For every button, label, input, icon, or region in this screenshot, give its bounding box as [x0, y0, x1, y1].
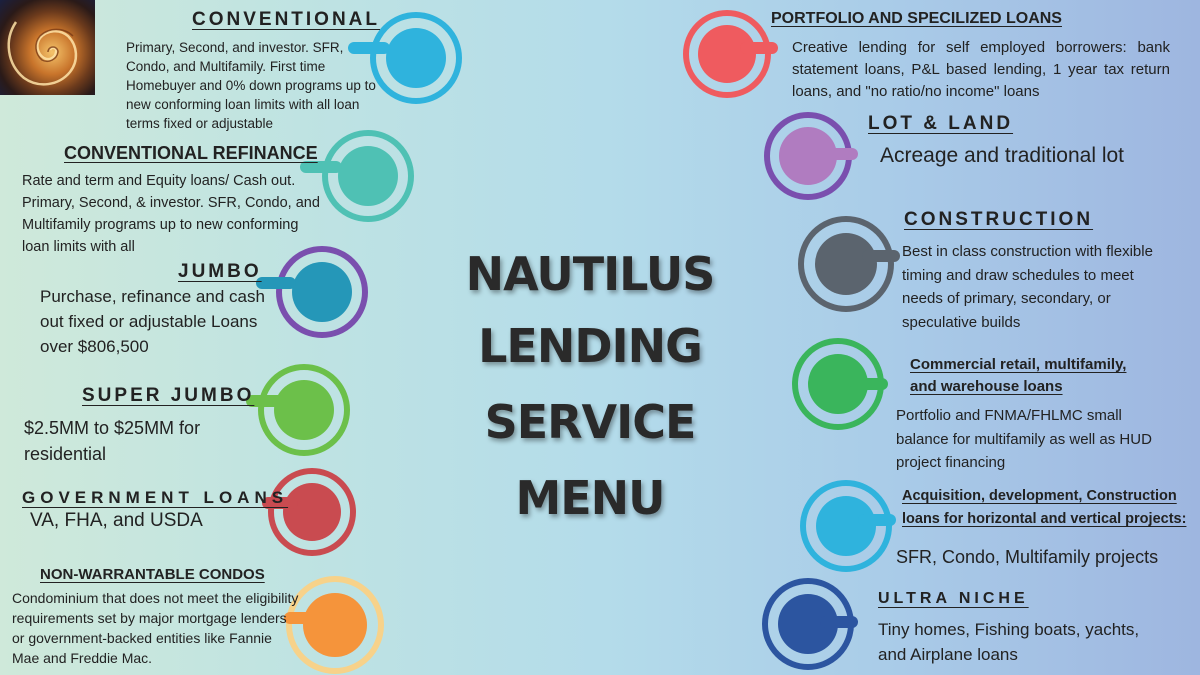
lot-land-heading: LOT & LAND [868, 113, 1014, 134]
jumbo-connector-bar [256, 277, 296, 289]
acquisition-ring-icon [800, 480, 892, 572]
non-warrantable-dot-icon [303, 593, 367, 657]
construction-dot-icon [815, 233, 877, 295]
conventional-dot-icon [386, 28, 446, 88]
page-title: NAUTILUS LENDING SERVICE MENU [385, 238, 795, 534]
non-warrantable-connector-bar [284, 612, 324, 624]
non-warrantable-ring-icon [286, 576, 384, 674]
construction-connector-bar [862, 250, 900, 262]
government-dot-icon [283, 483, 341, 541]
nautilus-shell-logo [0, 0, 95, 95]
portfolio-ring-icon [683, 10, 771, 98]
jumbo-desc: Purchase, refinance and cash out fixed o… [40, 287, 265, 356]
jumbo-dot-icon [292, 262, 352, 322]
portfolio-dot-icon [698, 25, 756, 83]
commercial-desc: Portfolio and FNMA/FHLMC small balance f… [896, 407, 1152, 471]
non-warrantable-heading: NON-WARRANTABLE CONDOS [40, 566, 265, 583]
conventional-refinance-dot-icon [338, 146, 398, 206]
super-jumbo-dot-icon [274, 380, 334, 440]
jumbo-heading: JUMBO [178, 261, 262, 282]
super-jumbo-desc: $2.5MM to $25MM for residential [24, 418, 201, 464]
acquisition-desc: SFR, Condo, Multifamily projects [896, 547, 1159, 567]
commercial-heading-line-2: and warehouse loans [910, 378, 1063, 395]
lot-land-desc: Acreage and traditional lot [880, 144, 1124, 167]
title-line-1: NAUTILUS LENDING [465, 247, 716, 373]
lot-land-connector-bar [820, 148, 858, 160]
government-connector-bar [262, 497, 298, 509]
conventional-connector-bar [348, 42, 390, 54]
conventional-refinance-desc: Rate and term and Equity loans/ Cash out… [22, 173, 320, 255]
portfolio-desc: Creative lending for self employed borro… [792, 39, 1170, 100]
conventional-refinance-ring-icon [322, 130, 414, 222]
portfolio-heading: PORTFOLIO AND SPECILIZED LOANS [771, 10, 1062, 27]
construction-heading: CONSTRUCTION [904, 209, 1094, 230]
government-ring-icon [268, 468, 356, 556]
conventional-refinance-heading: CONVENTIONAL REFINANCE [64, 143, 318, 163]
acquisition-heading-line-1: Acquisition, development, Construction [902, 488, 1177, 504]
acquisition-connector-bar [858, 514, 896, 526]
commercial-connector-bar [850, 378, 888, 390]
super-jumbo-heading: SUPER JUMBO [82, 385, 255, 406]
title-line-2: SERVICE [484, 395, 697, 449]
ultra-niche-desc: Tiny homes, Fishing boats, yachts, and A… [878, 620, 1140, 664]
non-warrantable-desc: Condominium that does not meet the eligi… [12, 590, 299, 666]
portfolio-connector-bar [740, 42, 778, 54]
construction-desc: Best in class construction with flexible… [902, 243, 1153, 331]
construction-ring-icon [798, 216, 894, 312]
ultra-niche-connector-bar [820, 616, 858, 628]
conventional-ring-icon [370, 12, 462, 104]
government-desc: VA, FHA, and USDA [30, 510, 203, 531]
jumbo-ring-icon [276, 246, 368, 338]
ultra-niche-heading: ULTRA NICHE [878, 590, 1029, 607]
commercial-heading-line-1: Commercial retail, multifamily, [910, 356, 1127, 373]
conventional-refinance-connector-bar [300, 161, 342, 173]
super-jumbo-ring-icon [258, 364, 350, 456]
acquisition-dot-icon [816, 496, 876, 556]
conventional-desc: Primary, Second, and investor. SFR, Cond… [126, 40, 376, 131]
title-line-3: MENU [515, 471, 665, 525]
acquisition-heading-line-2: loans for horizontal and vertical projec… [902, 511, 1187, 527]
conventional-heading: CONVENTIONAL [192, 9, 380, 30]
government-heading: GOVERNMENT LOANS [22, 488, 289, 507]
super-jumbo-connector-bar [246, 395, 286, 407]
